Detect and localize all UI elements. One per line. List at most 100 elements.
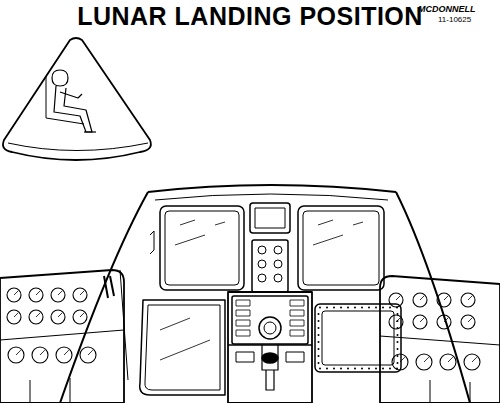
dial-needle [444,318,448,322]
rivet [361,307,363,309]
dial [437,293,451,307]
dial [389,315,403,329]
dial-needle [468,296,472,300]
dial-needle [396,296,400,300]
dial [73,288,87,302]
windows [150,203,384,290]
dial [258,260,266,268]
rivet [318,313,320,315]
gauge [236,300,250,306]
dial [7,310,21,324]
dial [274,260,282,268]
rivet [347,368,349,370]
dial [461,293,475,307]
gauge [236,330,250,336]
rivet [389,368,391,370]
dial [389,293,403,307]
dial [413,315,427,329]
dial [73,310,87,324]
rivet [319,307,321,309]
rivet [397,341,399,343]
rivet [333,307,335,309]
rivet [318,348,320,350]
rivet [340,368,342,370]
right-hatch [315,304,401,372]
dial-needle [424,357,429,362]
dial-needle [468,318,472,322]
dial [80,347,96,363]
capsule-inset [3,38,151,160]
dial-needle [40,350,45,355]
dial [56,347,72,363]
left-side-panel [0,270,124,403]
dial [274,274,282,282]
drawing-number: 11-10625 [438,15,471,24]
dial-needle [444,296,448,300]
gauge [290,320,304,326]
rivet [354,368,356,370]
dial [8,347,24,363]
center-console [228,246,312,403]
dial-needle [14,313,18,317]
dial [258,274,266,282]
dial-needle [64,350,69,355]
rivet [375,368,377,370]
dial [51,288,65,302]
gauge [290,330,304,336]
dial-needle [88,350,93,355]
cabin-walls [60,185,470,403]
left-hatch [140,300,225,395]
rivet [318,327,320,329]
dial [32,347,48,363]
rivet [318,341,320,343]
rivet [347,307,349,309]
gauge [236,320,250,326]
dial [7,288,21,302]
gauge [236,310,250,316]
rivet [333,368,335,370]
gauge [290,310,304,316]
rivet [397,348,399,350]
dial [416,354,432,370]
dial-needle [80,313,84,317]
dial-needle [58,291,62,295]
dial [29,310,43,324]
rivet [375,307,377,309]
rivet [368,368,370,370]
rivet [382,307,384,309]
rivet [318,355,320,357]
rivet [382,368,384,370]
rivet [326,368,328,370]
rivet [397,362,399,364]
dial [437,315,451,329]
rivet [318,320,320,322]
rivet [397,355,399,357]
dial-needle [16,350,21,355]
dial-needle [36,291,40,295]
rivet [354,307,356,309]
dial-needle [58,313,62,317]
dial [464,354,480,370]
dial [413,293,427,307]
dial-needle [472,357,477,362]
rivet [340,307,342,309]
dial [29,288,43,302]
dial [274,246,282,254]
center-upper-panel [252,240,288,292]
gauge [290,300,304,306]
dial [392,354,408,370]
right-side-panel [380,276,500,403]
dial-needle [396,318,400,322]
rivet [397,334,399,336]
dial-needle [448,357,453,362]
rivet [389,307,391,309]
dial-needle [420,318,424,322]
dial-needle [400,357,405,362]
dial-needle [80,291,84,295]
dial-needle [14,291,18,295]
rivet [368,307,370,309]
rivet [318,334,320,336]
dial-needle [36,313,40,317]
maker-name: MCDONNELL [418,4,476,14]
